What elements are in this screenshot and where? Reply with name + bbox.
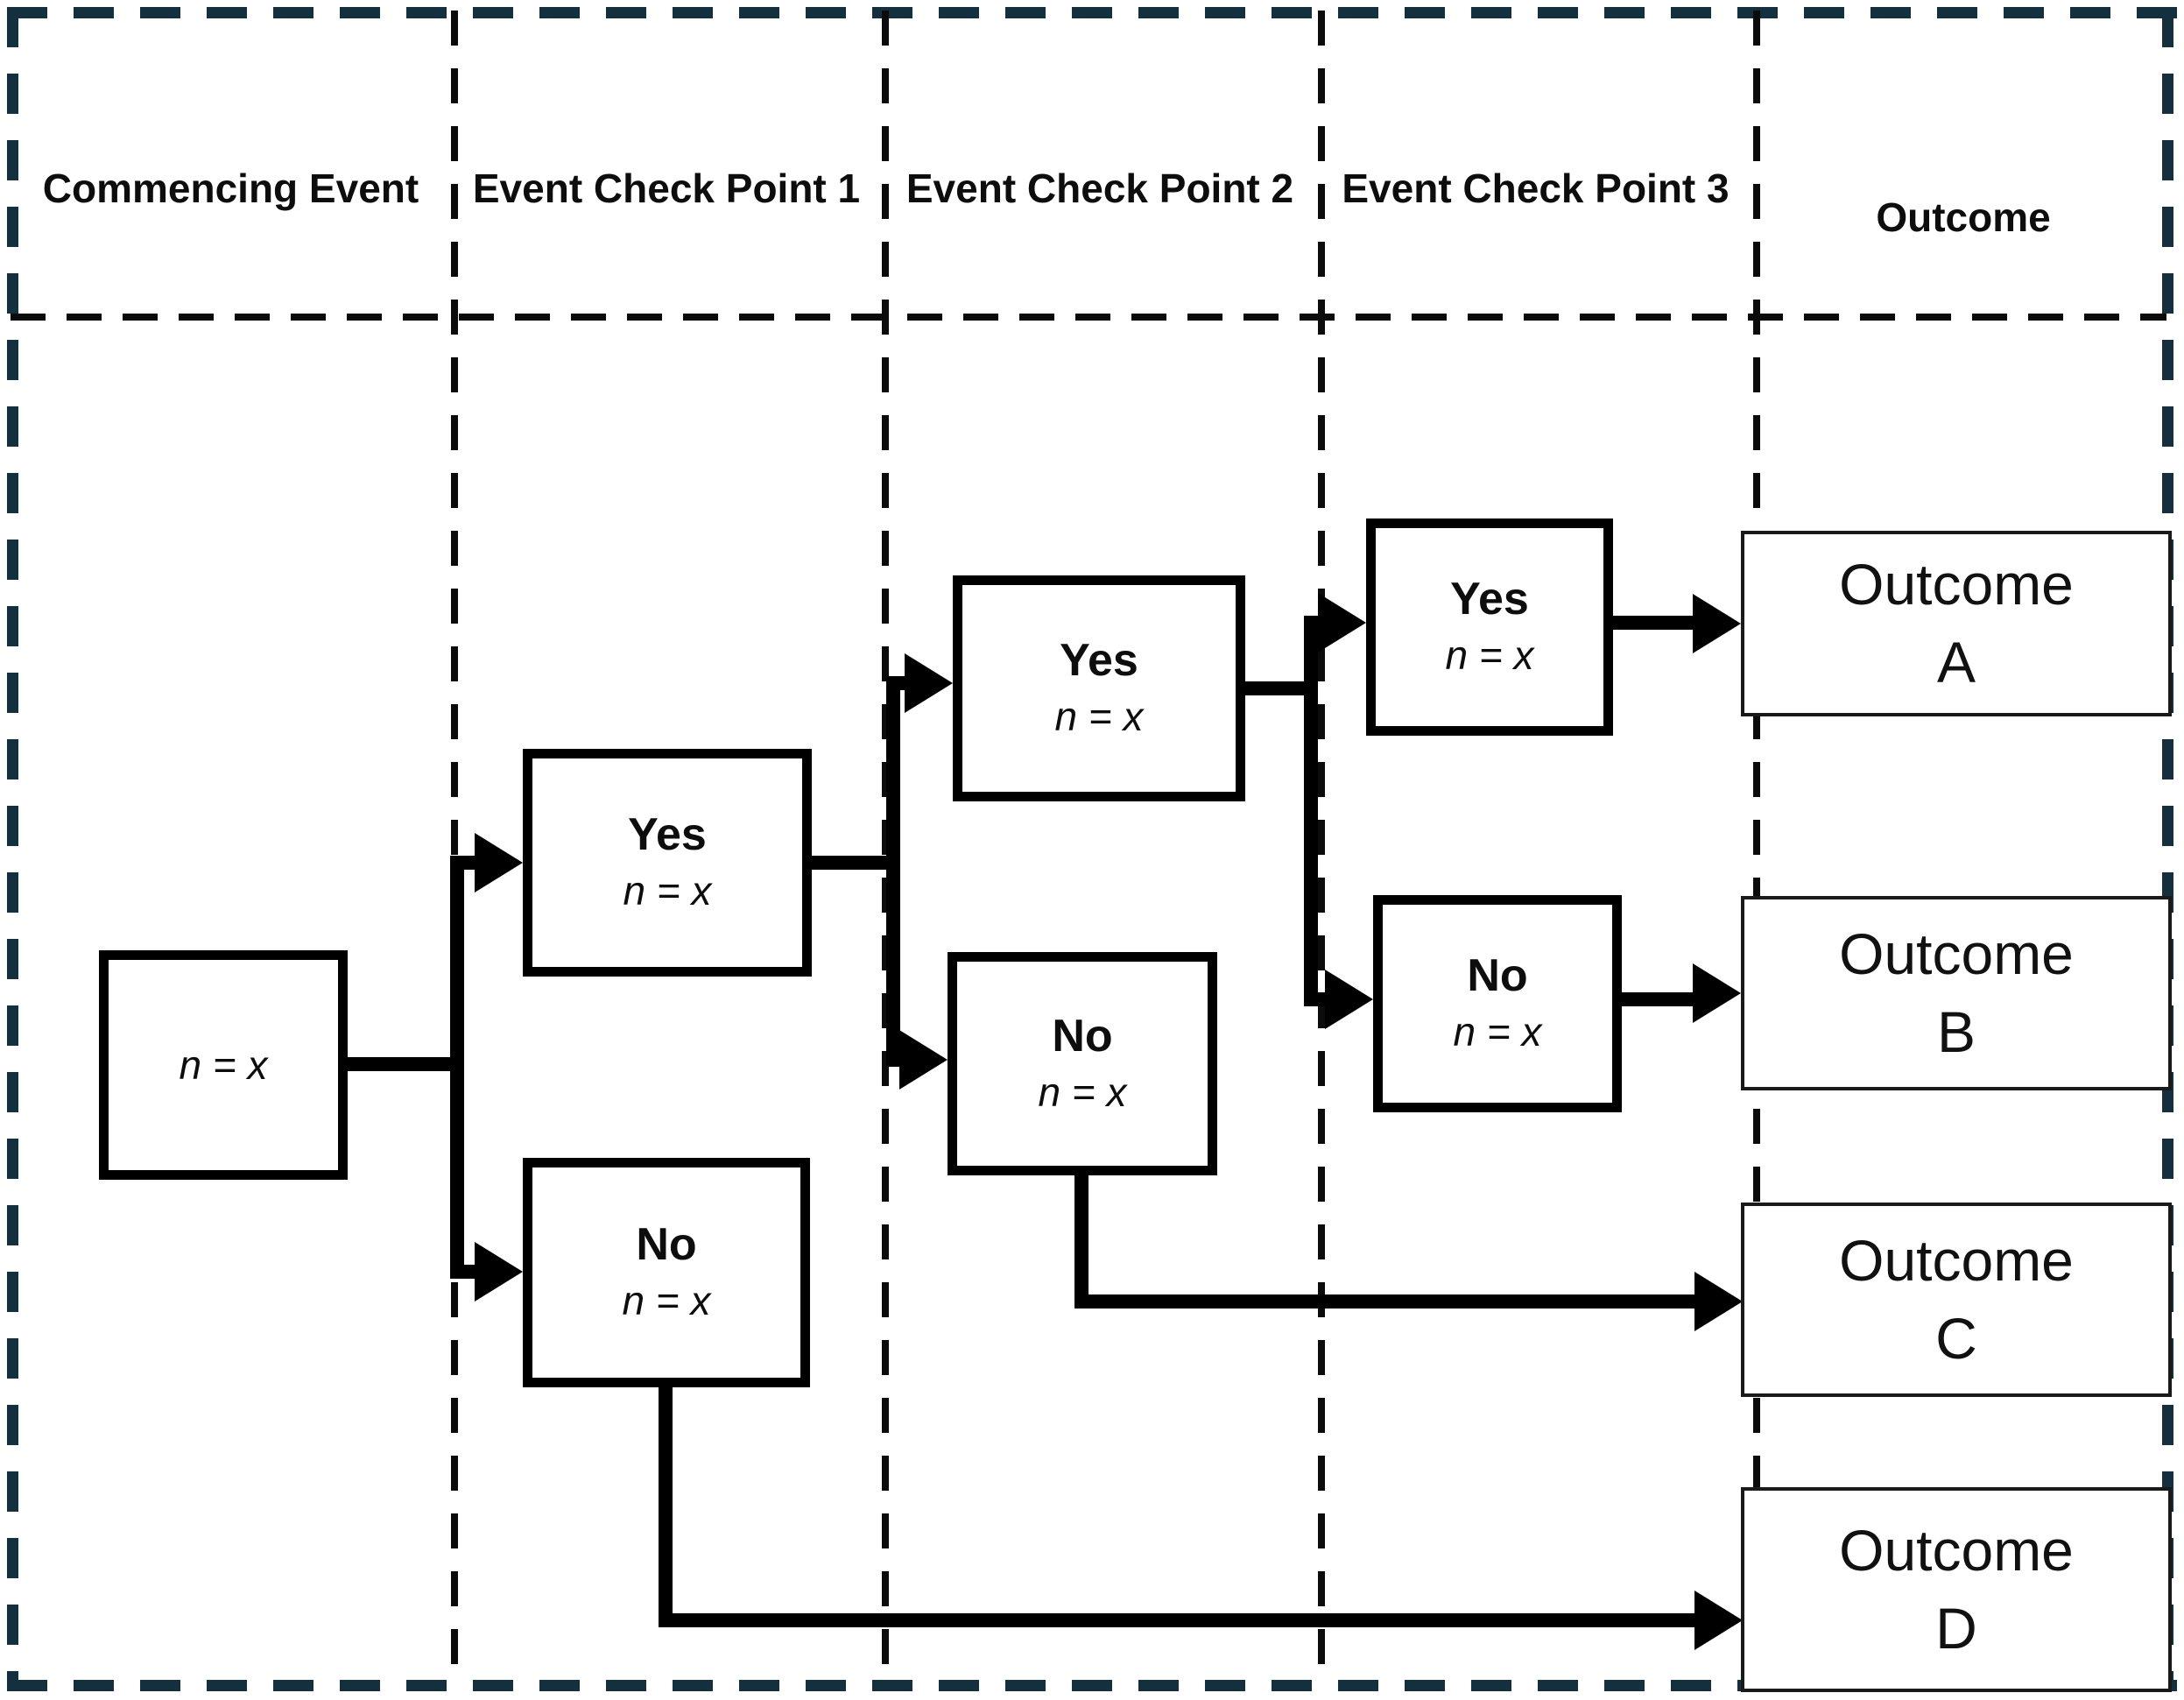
- arrowhead-outcome-c: [1694, 1272, 1743, 1331]
- node-checkpoint3-no-label: No: [1467, 950, 1528, 1002]
- node-checkpoint2-no-sample-size: n = x: [1038, 1069, 1127, 1115]
- column-header-event-check-point-1: Event Check Point 1: [472, 166, 861, 211]
- connector-cp1-yes-out: [807, 856, 900, 870]
- outer-border-bottom: [7, 1680, 2177, 1691]
- outcome-d-box: Outcome D: [1741, 1487, 2172, 1692]
- outer-border-left: [7, 7, 18, 1691]
- outcome-a-line2: A: [1936, 630, 1976, 695]
- node-checkpoint3-yes: Yes n = x: [1366, 518, 1613, 736]
- outcome-a-box: Outcome A: [1741, 531, 2172, 716]
- arrowhead-cp2-yes: [905, 653, 953, 713]
- outcome-c-box: Outcome C: [1741, 1203, 2172, 1397]
- connector-cp2-no-down: [1074, 1167, 1088, 1309]
- node-checkpoint3-yes-label: Yes: [1450, 574, 1529, 625]
- outcome-d-line1: Outcome: [1839, 1517, 2074, 1583]
- connector-cp3-yes-to-outcome-a: [1610, 616, 1704, 630]
- connector-cp1-no-down: [659, 1382, 673, 1627]
- outcome-b-line2: B: [1936, 999, 1976, 1064]
- arrowhead-cp1-no: [475, 1242, 523, 1301]
- node-checkpoint1-yes: Yes n = x: [523, 749, 812, 977]
- connector-split-2: [886, 676, 900, 1067]
- outer-border-right: [2162, 7, 2173, 1691]
- arrowhead-cp3-yes: [1318, 593, 1366, 652]
- outcome-c-line1: Outcome: [1839, 1227, 2074, 1293]
- node-checkpoint3-no-sample-size: n = x: [1453, 1009, 1542, 1055]
- arrowhead-cp1-yes: [475, 833, 523, 892]
- node-checkpoint2-no: No n = x: [948, 952, 1217, 1175]
- outcome-c-line2: C: [1935, 1306, 1977, 1371]
- column-header-commencing-event: Commencing Event: [42, 166, 419, 211]
- column-header-outcome: Outcome: [1876, 194, 2051, 240]
- outcome-a-line1: Outcome: [1839, 551, 2074, 617]
- column-divider-3: [1318, 11, 1325, 1682]
- node-commencing-event: n = x: [99, 950, 348, 1180]
- arrowhead-outcome-a: [1693, 594, 1741, 653]
- column-header-event-check-point-2: Event Check Point 2: [905, 166, 1294, 211]
- connector-cp2-no-to-outcome-c: [1074, 1294, 1704, 1309]
- node-checkpoint1-no-sample-size: n = x: [622, 1278, 711, 1324]
- node-checkpoint3-no: No n = x: [1373, 895, 1622, 1112]
- node-checkpoint2-yes-sample-size: n = x: [1054, 694, 1144, 740]
- node-checkpoint2-yes-label: Yes: [1060, 635, 1138, 687]
- outer-border-top: [7, 7, 2177, 18]
- header-separator: [11, 314, 2166, 321]
- column-divider-4: [1753, 11, 1760, 1682]
- column-divider-1: [451, 11, 458, 1682]
- node-checkpoint1-yes-label: Yes: [628, 809, 707, 861]
- column-header-event-check-point-3: Event Check Point 3: [1342, 166, 1730, 211]
- node-checkpoint2-no-label: No: [1052, 1010, 1113, 1062]
- node-checkpoint2-yes: Yes n = x: [953, 575, 1245, 801]
- connector-cp2-yes-out: [1243, 681, 1318, 695]
- node-checkpoint1-no-label: No: [636, 1219, 697, 1271]
- arrowhead-outcome-d: [1694, 1591, 1743, 1650]
- connector-split-3: [1304, 616, 1318, 1006]
- node-commencing-sample-size: n = x: [179, 1041, 268, 1088]
- node-checkpoint1-no: No n = x: [523, 1158, 810, 1387]
- arrowhead-outcome-b: [1693, 963, 1741, 1023]
- node-checkpoint1-yes-sample-size: n = x: [623, 868, 712, 914]
- outcome-d-line2: D: [1935, 1596, 1977, 1661]
- connector-split-1: [450, 856, 464, 1279]
- connector-cp3-no-to-outcome-b: [1617, 992, 1704, 1006]
- column-divider-2: [882, 11, 889, 1682]
- arrowhead-cp3-no: [1325, 970, 1373, 1029]
- node-checkpoint3-yes-sample-size: n = x: [1445, 632, 1534, 679]
- arrowhead-cp2-no: [899, 1030, 948, 1090]
- connector-cp1-no-to-outcome-d: [659, 1613, 1704, 1627]
- connector-commencing-out: [347, 1057, 464, 1071]
- outcome-b-box: Outcome B: [1741, 896, 2172, 1090]
- outcome-b-line1: Outcome: [1839, 921, 2074, 986]
